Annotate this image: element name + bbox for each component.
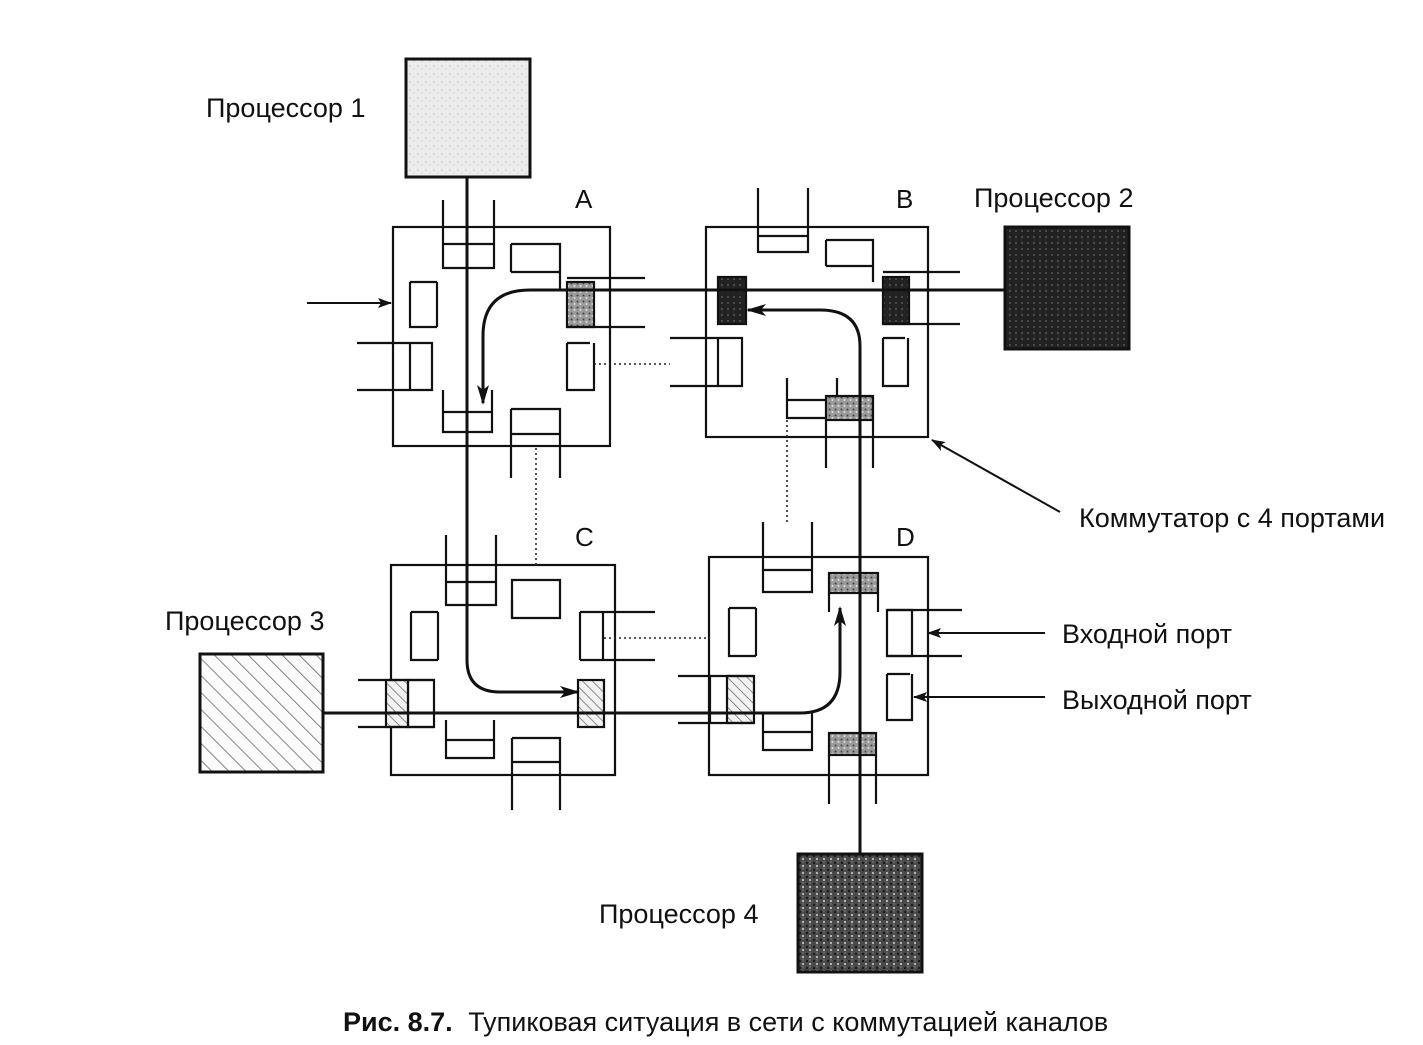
processor-3-box [198, 652, 325, 774]
switch-a-label: A [575, 184, 593, 214]
processor-2-label: Процессор 2 [974, 183, 1133, 213]
switch-b-frame [704, 225, 930, 439]
switch-d-frame [707, 555, 930, 777]
switch-d-top-output-port-busy [827, 571, 880, 595]
switch-b-label: B [896, 184, 913, 214]
output-port-legend-label: Выходной порт [1062, 685, 1252, 715]
figure-caption-text: Тупиковая ситуация в сети с коммутацией … [468, 1007, 1108, 1037]
switch-a-frame [391, 225, 612, 448]
input-port-legend-label: Входной порт [1062, 619, 1232, 649]
switch-pointer-line [931, 439, 1061, 513]
switch-d-label: D [896, 522, 915, 552]
switch-d-left-input-port-busy [725, 674, 756, 725]
switch-c-frame [389, 563, 617, 777]
switch-b [670, 188, 960, 468]
circuit-p4-path [746, 304, 862, 854]
circuit-p3-path [323, 606, 846, 715]
switch-c-label: C [575, 522, 594, 552]
figure-number: Рис. 8.7. [343, 1007, 453, 1037]
switch-b-right-port-busy [881, 275, 911, 326]
switch-c-right-output-port-busy [576, 678, 606, 729]
processor-2-box [1003, 225, 1131, 351]
processor-3-label: Процессор 3 [165, 606, 324, 636]
switch-c [358, 535, 655, 810]
switch-d [678, 522, 962, 804]
switch-b-bottom-port-busy [824, 394, 875, 422]
switch-c-left-input-port-busy [384, 678, 410, 729]
circuit-p1-path [465, 177, 580, 698]
figure-caption: Рис. 8.7. Тупиковая ситуация в сети с ко… [343, 1007, 1108, 1037]
switch-d-bottom-port-busy [827, 731, 878, 757]
processor-4-box [796, 852, 924, 974]
processor-4-label: Процессор 4 [599, 899, 758, 929]
switch-legend-label: Коммутатор с 4 портами [1079, 503, 1385, 533]
processor-1-label: Процессор 1 [206, 93, 365, 123]
switch-a [357, 200, 645, 478]
switch-b-left-port-busy [716, 275, 748, 326]
processor-1-box [404, 57, 532, 179]
circuit-p2-path [477, 288, 1005, 405]
